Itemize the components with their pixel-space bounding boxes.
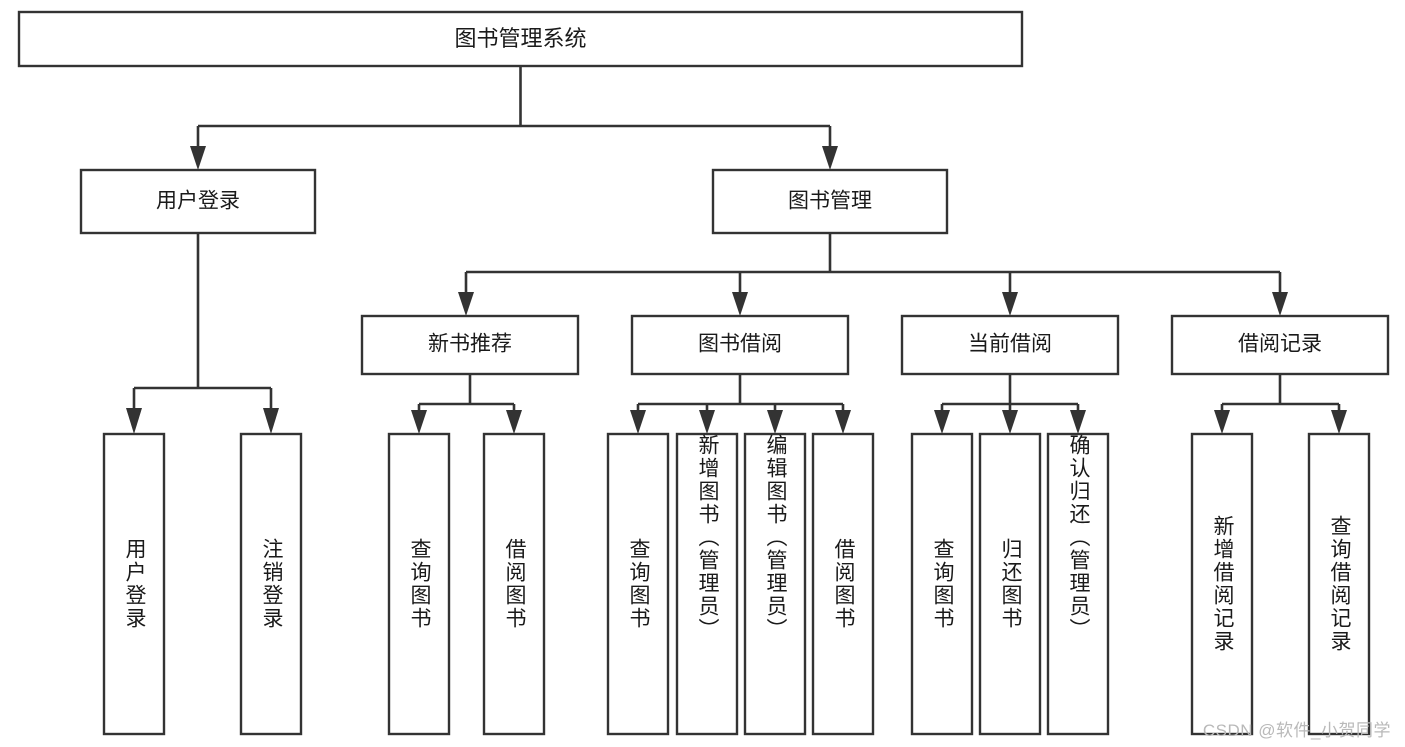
node-leaf-add-record-box[interactable] <box>1190 432 1254 736</box>
arrowhead-leaf-user-login <box>126 408 142 434</box>
arrowhead-leaf-return-book <box>1002 410 1018 434</box>
node-leaf-query-book-1-box[interactable] <box>387 432 451 736</box>
leaf-boxes <box>102 432 1371 736</box>
arrowhead-leaf-logout <box>263 408 279 434</box>
arrowhead-leaf-borrow-book-1 <box>506 410 522 434</box>
node-leaf-return-book-box[interactable] <box>978 432 1042 736</box>
node-root-label: 图书管理系统 <box>454 26 586 51</box>
arrowhead-user-login <box>190 146 206 170</box>
node-new-book-rec-label: 新书推荐 <box>428 333 512 356</box>
node-leaf-borrow-book-1-box[interactable] <box>482 432 546 736</box>
node-book-manage-box[interactable] <box>711 168 949 235</box>
arrowhead-leaf-add-record <box>1214 410 1230 434</box>
node-leaf-query-book-2-box[interactable] <box>606 432 670 736</box>
node-user-login-label: 用户登录 <box>156 190 240 213</box>
node-book-manage-label: 图书管理 <box>788 190 872 213</box>
connector-group-user-login <box>126 233 279 434</box>
node-leaf-query-book-3-box[interactable] <box>910 432 974 736</box>
node-root[interactable]: 图书管理系统 <box>17 10 1024 68</box>
node-current-borrow[interactable]: 当前借阅 <box>900 314 1120 376</box>
arrowhead-current-borrow <box>1002 292 1018 316</box>
node-leaf-user-login-box[interactable] <box>102 432 166 736</box>
arrowhead-leaf-query-book-1 <box>411 410 427 434</box>
connector-group-new-book-rec <box>411 374 522 434</box>
node-user-login[interactable]: 用户登录 <box>79 168 317 235</box>
connector-group-current-borrow <box>934 374 1086 434</box>
arrowhead-leaf-edit-book <box>767 410 783 434</box>
node-borrow-record[interactable]: 借阅记录 <box>1170 314 1390 376</box>
node-user-login-box[interactable] <box>79 168 317 235</box>
connector-group-book-manage <box>458 233 1288 316</box>
arrowhead-book-borrow <box>732 292 748 316</box>
node-current-borrow-label: 当前借阅 <box>968 333 1052 356</box>
node-book-borrow-box[interactable] <box>630 314 850 376</box>
node-root-box[interactable] <box>17 10 1024 68</box>
node-leaf-add-book-box[interactable] <box>675 432 739 736</box>
connector-group-root <box>190 66 838 170</box>
arrowhead-new-book-rec <box>458 292 474 316</box>
csdn-watermark: CSDN @软件_小贺同学 <box>1202 721 1391 740</box>
arrowhead-borrow-record <box>1272 292 1288 316</box>
node-new-book-rec-box[interactable] <box>360 314 580 376</box>
node-current-borrow-box[interactable] <box>900 314 1120 376</box>
connector-group-borrow-record <box>1214 374 1347 434</box>
node-leaf-query-record-box[interactable] <box>1307 432 1371 736</box>
arrowhead-leaf-add-book <box>699 410 715 434</box>
node-book-borrow[interactable]: 图书借阅 <box>630 314 850 376</box>
arrowhead-book-manage <box>822 146 838 170</box>
node-book-borrow-label: 图书借阅 <box>698 333 782 356</box>
arrowhead-leaf-confirm-return <box>1070 410 1086 434</box>
node-leaf-logout-box[interactable] <box>239 432 303 736</box>
node-borrow-record-label: 借阅记录 <box>1238 333 1322 356</box>
node-book-manage[interactable]: 图书管理 <box>711 168 949 235</box>
node-new-book-rec[interactable]: 新书推荐 <box>360 314 580 376</box>
arrowhead-leaf-borrow-book-2 <box>835 410 851 434</box>
arrowhead-leaf-query-book-2 <box>630 410 646 434</box>
node-leaf-borrow-book-2-box[interactable] <box>811 432 875 736</box>
node-leaf-confirm-return-box[interactable] <box>1046 432 1110 736</box>
node-leaf-edit-book-box[interactable] <box>743 432 807 736</box>
arrowhead-leaf-query-book-3 <box>934 410 950 434</box>
connector-group-book-borrow <box>630 374 851 434</box>
arrowhead-leaf-query-record <box>1331 410 1347 434</box>
node-borrow-record-box[interactable] <box>1170 314 1390 376</box>
